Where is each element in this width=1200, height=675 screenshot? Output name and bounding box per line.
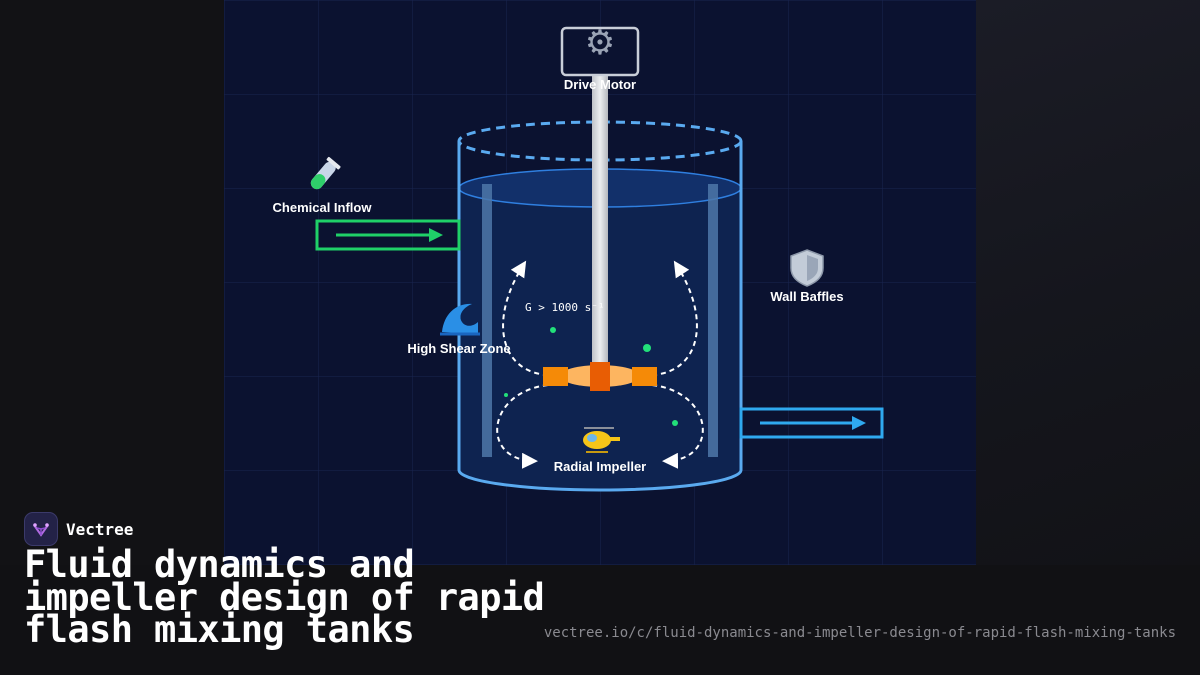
wall-baffles-label: Wall Baffles — [770, 289, 843, 304]
helicopter-icon — [583, 427, 620, 453]
drive-motor-housing — [560, 26, 640, 77]
footer-background — [0, 565, 1200, 675]
inflow-pipe — [315, 219, 461, 251]
gear-icon: ⚙ — [585, 23, 615, 63]
brand-name: Vectree — [66, 519, 134, 539]
chemical-inflow-label: Chemical Inflow — [273, 200, 373, 215]
wall-baffle-left — [482, 184, 492, 457]
wave-icon — [440, 303, 480, 336]
left-panel — [0, 0, 224, 675]
radial-impeller-label: Radial Impeller — [554, 459, 646, 474]
wall-baffle-right — [708, 184, 718, 457]
chemical-particles — [504, 327, 678, 426]
page-title: Fluid dynamics and impeller design of ra… — [24, 543, 545, 651]
shield-icon — [790, 249, 824, 287]
test-tube-icon — [310, 156, 341, 190]
vectree-logo — [24, 512, 58, 546]
source-url[interactable]: vectree.io/c/fluid-dynamics-and-impeller… — [543, 625, 1176, 641]
high-shear-zone-label: High Shear Zone — [407, 341, 510, 356]
outflow-pipe — [739, 407, 884, 439]
circulation-flow — [496, 260, 704, 469]
radial-impeller — [543, 362, 657, 391]
drive-motor-label: Drive Motor — [564, 77, 636, 92]
shear-rate-annotation: G > 1000 s⁻¹ — [525, 301, 604, 314]
tank-wall — [457, 141, 743, 492]
impeller-shaft — [592, 76, 608, 366]
brand: Vectree — [24, 512, 133, 546]
right-panel — [976, 0, 1200, 675]
